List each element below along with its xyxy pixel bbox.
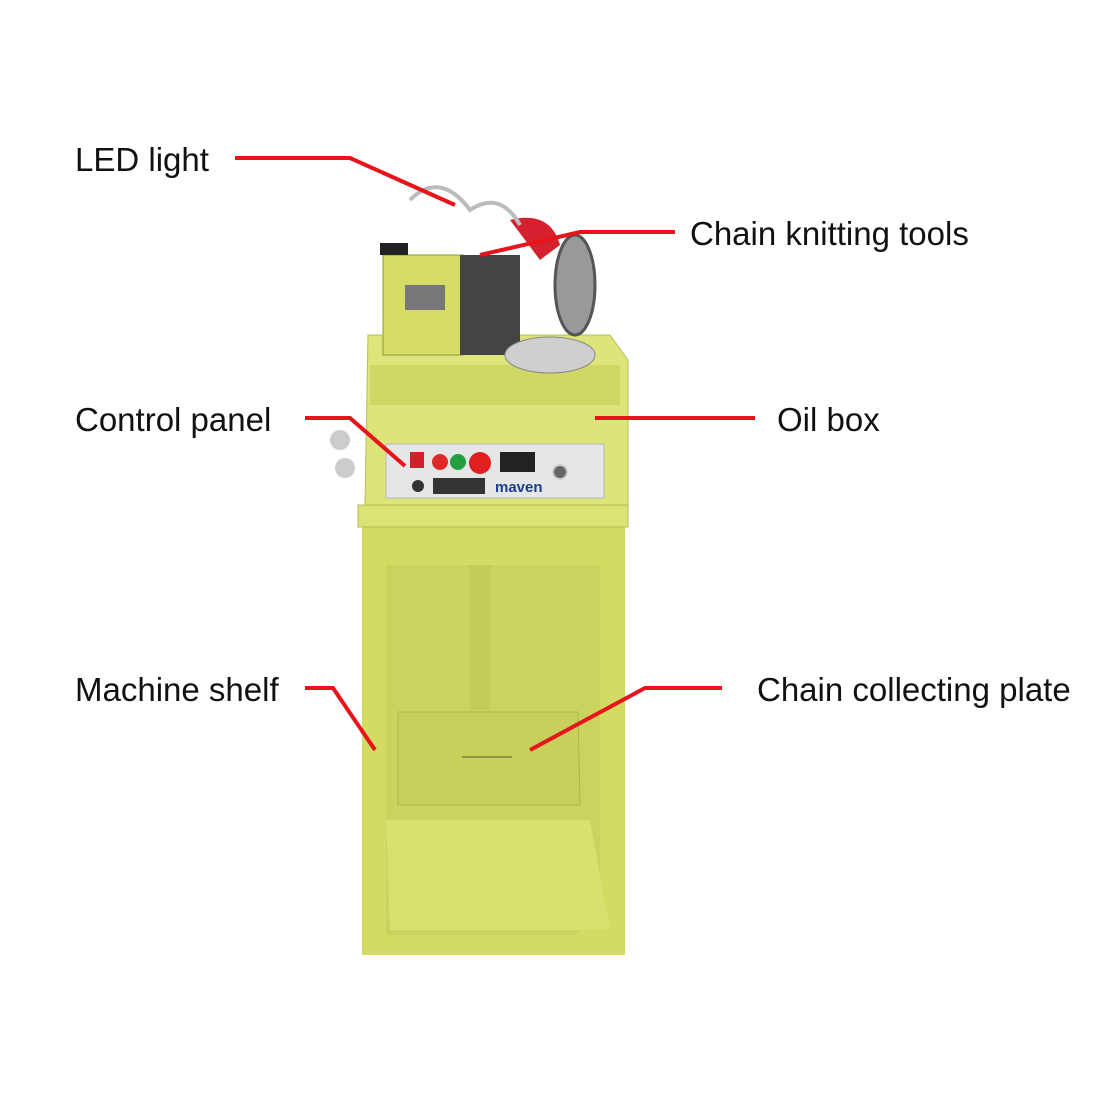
leader-line-control-panel (305, 416, 407, 468)
label-machine-shelf: Machine shelf (75, 671, 279, 708)
chain-knitting-mechanism (330, 185, 597, 478)
leader-line-led-light (235, 156, 456, 207)
leader-line-machine-shelf (305, 686, 377, 752)
label-chain-knitting-tools: Chain knitting tools (690, 215, 969, 252)
leader-line-chain-knitting-tools (479, 230, 675, 257)
table-top (357, 504, 629, 528)
label-control-panel: Control panel (75, 401, 272, 438)
label-oil-box: Oil box (777, 401, 880, 438)
chain-collecting-plate (397, 711, 581, 806)
leader-lines (235, 156, 755, 752)
label-led-light: LED light (75, 141, 209, 178)
control-panel: maven (385, 443, 605, 499)
label-chain-collecting-plate: Chain collecting plate (757, 671, 1071, 708)
maven-logo: maven (495, 479, 543, 496)
leader-line-chain-collecting-plate (529, 686, 722, 752)
